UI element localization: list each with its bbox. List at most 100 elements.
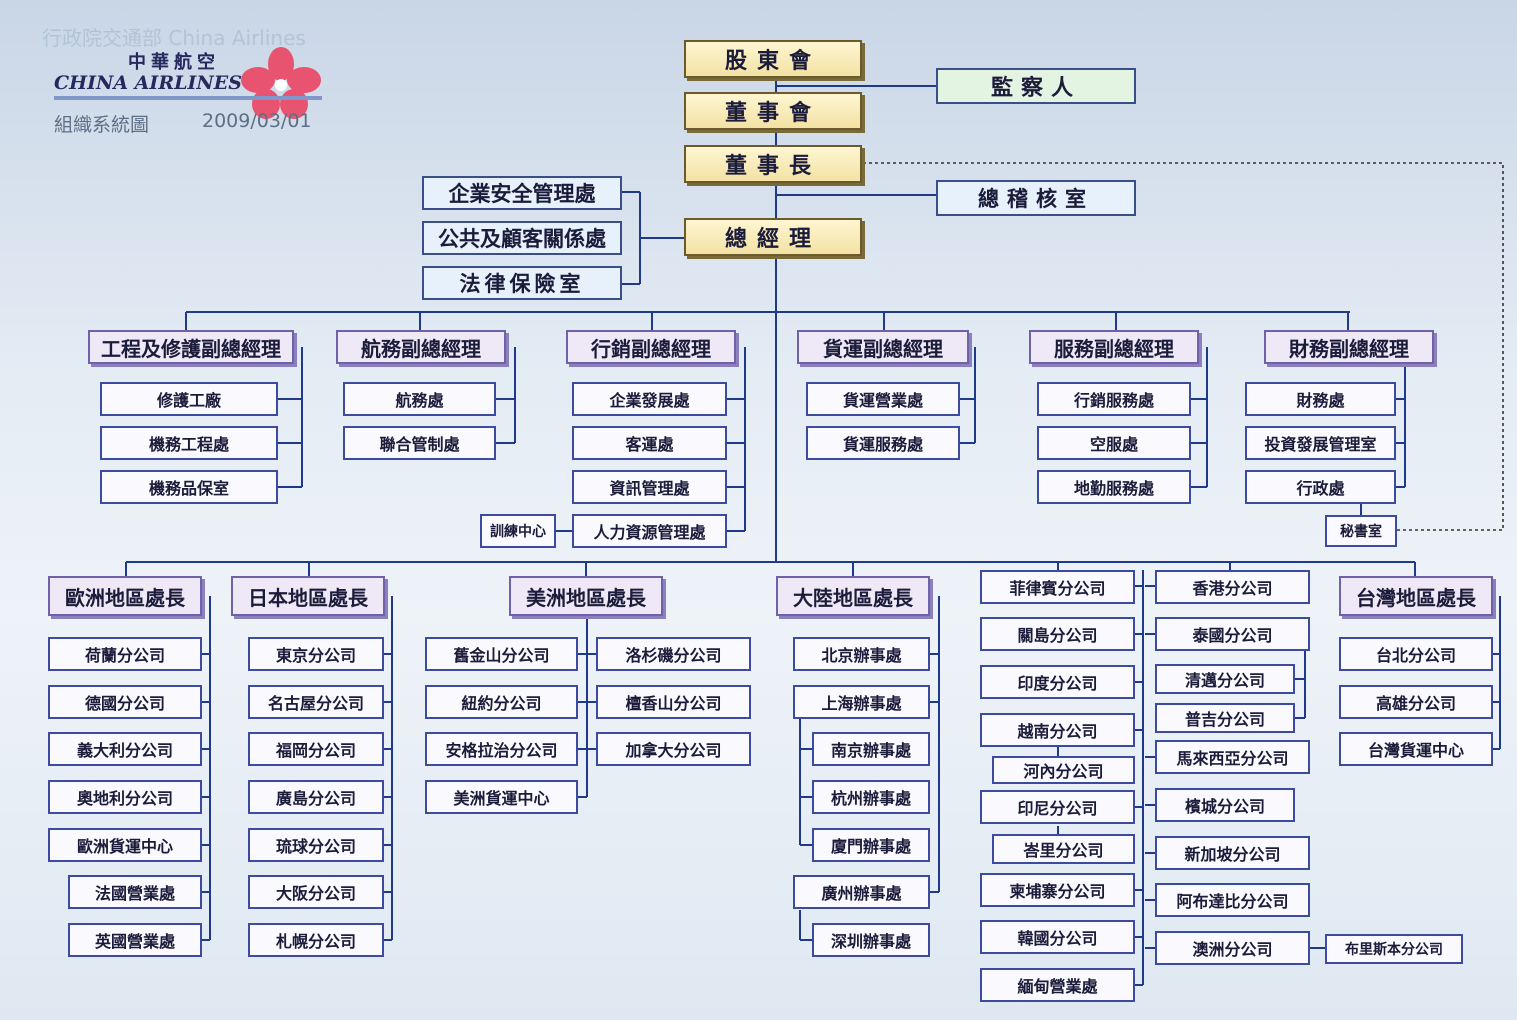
division-unit: 機務工程處 <box>100 426 278 460</box>
branch-box: 緬甸營業處 <box>980 968 1135 1002</box>
branch-box: 法國營業處 <box>68 875 202 909</box>
connector-lines <box>125 78 1501 986</box>
branch-box: 新加坡分公司 <box>1155 836 1310 870</box>
staff-office-box: 法律保險室 <box>422 266 622 300</box>
branch-box: 檳城分公司 <box>1155 788 1295 822</box>
division-unit: 航務處 <box>343 382 496 416</box>
division-unit: 聯合管制處 <box>343 426 496 460</box>
branch-box: 印度分公司 <box>980 665 1135 699</box>
branch-box: 廈門辦事處 <box>812 828 930 862</box>
chart-date: 2009/03/01 <box>202 110 312 132</box>
chart-name: 組織系統圖 <box>54 114 150 136</box>
region-head-europe: 歐洲地區處長 <box>48 576 202 616</box>
region-head-china: 大陸地區處長 <box>776 576 930 616</box>
branch-box: 札幌分公司 <box>248 923 384 957</box>
president-box: 總經理 <box>684 218 862 256</box>
branch-box: 南京辦事處 <box>812 732 930 766</box>
branch-box: 荷蘭分公司 <box>48 637 202 671</box>
secretary-office-box: 秘書室 <box>1325 515 1397 547</box>
branch-box: 峇里分公司 <box>992 834 1135 864</box>
branch-box: 義大利分公司 <box>48 732 202 766</box>
dotted-link-secretary <box>863 162 1504 531</box>
branch-box: 越南分公司 <box>980 713 1135 747</box>
branch-box: 杭州辦事處 <box>812 780 930 814</box>
branch-box: 泰國分公司 <box>1155 617 1310 651</box>
branch-box: 馬來西亞分公司 <box>1155 740 1310 774</box>
branch-box: 美洲貨運中心 <box>425 780 578 814</box>
branch-box: 菲律賓分公司 <box>980 570 1135 604</box>
branch-box: 檀香山分公司 <box>596 685 751 719</box>
division-unit: 機務品保室 <box>100 470 278 504</box>
branch-box: 歐洲貨運中心 <box>48 828 202 862</box>
branch-box: 北京辦事處 <box>793 637 930 671</box>
branch-box: 廣島分公司 <box>248 780 384 814</box>
division-head-service: 服務副總經理 <box>1029 330 1199 364</box>
staff-office-box: 公共及顧客關係處 <box>422 221 622 255</box>
division-unit: 客運處 <box>572 426 727 460</box>
audit-office-box: 總稽核室 <box>936 180 1136 216</box>
logo-faint-text: 行政院交通部 China Airlines <box>42 26 306 50</box>
branch-box: 舊金山分公司 <box>425 637 578 671</box>
division-unit: 地勤服務處 <box>1037 470 1191 504</box>
branch-box: 清邁分公司 <box>1155 664 1295 694</box>
division-unit: 貨運服務處 <box>806 426 960 460</box>
division-unit: 貨運營業處 <box>806 382 960 416</box>
division-head-flight-ops: 航務副總經理 <box>336 330 506 364</box>
chairman-box: 董事長 <box>684 145 862 183</box>
supervisors-box: 監察人 <box>936 68 1136 104</box>
branch-box: 安格拉治分公司 <box>425 732 578 766</box>
branch-box: 琉球分公司 <box>248 828 384 862</box>
branch-box: 英國營業處 <box>68 923 202 957</box>
division-unit: 人力資源管理處 <box>572 514 727 548</box>
branch-box: 紐約分公司 <box>425 685 578 719</box>
branch-box: 奧地利分公司 <box>48 780 202 814</box>
branch-box: 澳洲分公司 <box>1155 931 1310 965</box>
branch-box: 台灣貨運中心 <box>1339 732 1493 766</box>
branch-box: 上海辦事處 <box>793 685 930 719</box>
division-unit: 修護工廠 <box>100 382 278 416</box>
region-head-taiwan: 台灣地區處長 <box>1339 576 1493 616</box>
company-logo: 行政院交通部 China Airlines 中華航空 CHINA AIRLINE… <box>40 20 340 140</box>
division-unit: 行銷服務處 <box>1037 382 1191 416</box>
branch-box: 印尼分公司 <box>980 790 1135 824</box>
branch-box: 加拿大分公司 <box>596 732 751 766</box>
region-head-japan: 日本地區處長 <box>231 576 385 616</box>
staff-office-box: 企業安全管理處 <box>422 176 622 210</box>
branch-box: 香港分公司 <box>1155 570 1310 604</box>
branch-box: 台北分公司 <box>1339 637 1493 671</box>
branch-box: 深圳辦事處 <box>812 923 930 957</box>
training-center-box: 訓練中心 <box>480 514 556 548</box>
branch-box: 布里斯本分公司 <box>1325 934 1463 964</box>
logo-underline <box>54 96 322 100</box>
branch-box: 東京分公司 <box>248 637 384 671</box>
division-head-marketing: 行銷副總經理 <box>566 330 736 364</box>
branch-box: 大阪分公司 <box>248 875 384 909</box>
branch-box: 福岡分公司 <box>248 732 384 766</box>
division-head-cargo: 貨運副總經理 <box>797 330 969 364</box>
branch-box: 廣州辦事處 <box>793 875 930 909</box>
division-unit: 企業發展處 <box>572 382 727 416</box>
branch-box: 河內分公司 <box>992 756 1135 784</box>
division-unit: 行政處 <box>1245 470 1396 504</box>
division-unit: 投資發展管理室 <box>1245 426 1396 460</box>
division-head-finance: 財務副總經理 <box>1264 330 1434 364</box>
division-head-engineering: 工程及修護副總經理 <box>88 330 294 364</box>
branch-box: 阿布達比分公司 <box>1155 883 1310 917</box>
region-head-america: 美洲地區處長 <box>509 576 663 616</box>
logo-name-zh: 中華航空 <box>128 52 220 73</box>
branch-box: 洛杉磯分公司 <box>596 637 751 671</box>
branch-box: 普吉分公司 <box>1155 703 1295 733</box>
branch-box: 柬埔寨分公司 <box>980 873 1135 907</box>
branch-box: 關島分公司 <box>980 617 1135 651</box>
branch-box: 高雄分公司 <box>1339 685 1493 719</box>
shareholders-box: 股東會 <box>684 40 862 78</box>
board-box: 董事會 <box>684 92 862 130</box>
division-unit: 資訊管理處 <box>572 470 727 504</box>
branch-box: 韓國分公司 <box>980 920 1135 954</box>
division-unit: 財務處 <box>1245 382 1396 416</box>
branch-box: 德國分公司 <box>48 685 202 719</box>
branch-box: 名古屋分公司 <box>248 685 384 719</box>
logo-name-en: CHINA AIRLINES <box>54 72 242 94</box>
division-unit: 空服處 <box>1037 426 1191 460</box>
